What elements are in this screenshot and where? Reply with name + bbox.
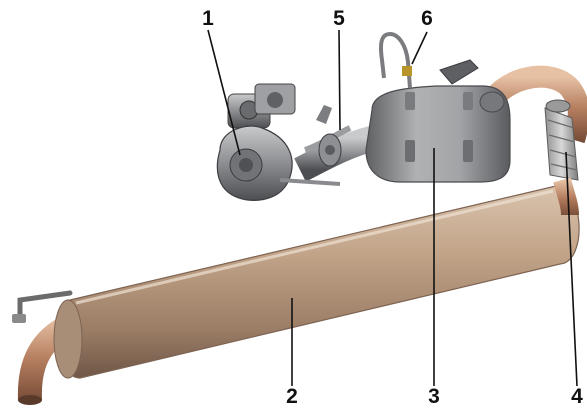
turbocharger xyxy=(216,83,341,201)
leader-line-4 xyxy=(565,151,578,387)
callout-6: 6 xyxy=(421,7,433,30)
particulate-filter xyxy=(365,85,511,183)
leader-lines xyxy=(207,29,578,387)
hanger-bracket xyxy=(12,290,73,323)
clamp-flange xyxy=(316,105,342,167)
leader-line-5 xyxy=(338,29,341,131)
callout-5: 5 xyxy=(333,7,345,30)
callout-2: 2 xyxy=(286,385,298,408)
front-pipe xyxy=(477,65,587,144)
callout-4: 4 xyxy=(571,385,583,408)
rear-silencer xyxy=(53,185,580,379)
leader-line-1 xyxy=(207,29,241,156)
callout-3: 3 xyxy=(428,385,440,408)
leader-line-6 xyxy=(411,31,428,65)
pressure-sensor-line xyxy=(379,31,479,89)
callout-1: 1 xyxy=(202,7,214,30)
